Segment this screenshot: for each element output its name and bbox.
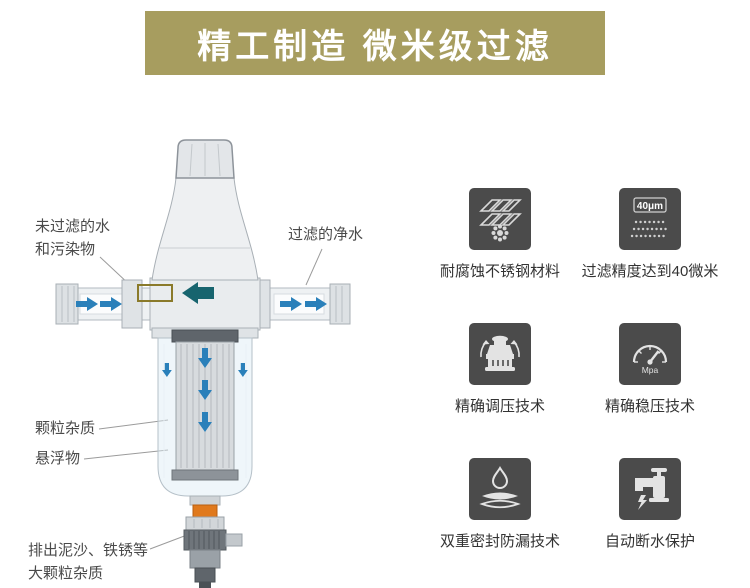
faucet-icon: [635, 468, 669, 510]
feature-caption: 自动断水保护: [604, 533, 695, 550]
stainless-steel-icon-box: [469, 188, 531, 250]
gauge-mpa-badge: Mpa: [642, 365, 659, 375]
double-seal-icon: [479, 466, 521, 509]
mesh-40um-icon-box: 40μm: [619, 188, 681, 250]
label-particles: 颗粒杂质: [35, 420, 96, 437]
feature-stainless-steel: 耐腐蚀不锈钢材料: [425, 188, 575, 281]
flow-turn-arrow: [182, 282, 214, 304]
drain-assembly: [183, 495, 243, 588]
lightning-bolt-icon: [638, 495, 647, 510]
feature-pressure-adjust: 精确调压技术: [425, 323, 575, 416]
feature-caption: 精确稳压技术: [604, 398, 695, 415]
mesh-40um-badge: 40μm: [637, 201, 663, 212]
pressure-valve-icon-box: [469, 323, 531, 385]
drain-orange-ring: [192, 504, 218, 518]
feature-filtration-precision: 40μm 过滤精度达到40微米: [575, 188, 725, 281]
pressure-gauge-icon: Mpa: [632, 344, 668, 375]
page-title: 精工制造 微米级过滤: [197, 27, 553, 66]
label-filtered-water: 过滤的净水: [288, 226, 364, 243]
faucet-icon-box: [619, 458, 681, 520]
feature-double-seal: 双重密封防漏技术: [425, 458, 575, 551]
label-suspended: 悬浮物: [35, 450, 81, 467]
feature-auto-cutoff: 自动断水保护: [575, 458, 725, 551]
feature-caption: 双重密封防漏技术: [439, 533, 560, 550]
feature-pressure-stabilize: Mpa 精确稳压技术: [575, 323, 725, 416]
filter-cutaway-diagram: [55, 139, 351, 588]
flow-arrows: [76, 297, 327, 432]
label-drain: 排出泥沙、铁锈等 大颗粒杂质: [28, 542, 149, 582]
stainless-steel-icon: [479, 199, 522, 242]
pressure-valve-icon: [480, 335, 520, 371]
label-unfiltered-water: 未过滤的水 和污染物: [35, 218, 111, 258]
feature-caption: 精确调压技术: [454, 398, 545, 415]
pressure-gauge-icon-box: Mpa: [619, 323, 681, 385]
feature-caption: 耐腐蚀不锈钢材料: [439, 263, 560, 280]
valve-head: [137, 139, 261, 331]
feature-caption: 过滤精度达到40微米: [581, 263, 719, 280]
feature-grid: 耐腐蚀不锈钢材料 40μm 过滤精度达到40微米: [425, 188, 725, 551]
double-seal-icon-box: [469, 458, 531, 520]
title-banner: 精工制造 微米级过滤: [145, 11, 605, 75]
mesh-40um-icon: 40μm: [630, 197, 670, 238]
